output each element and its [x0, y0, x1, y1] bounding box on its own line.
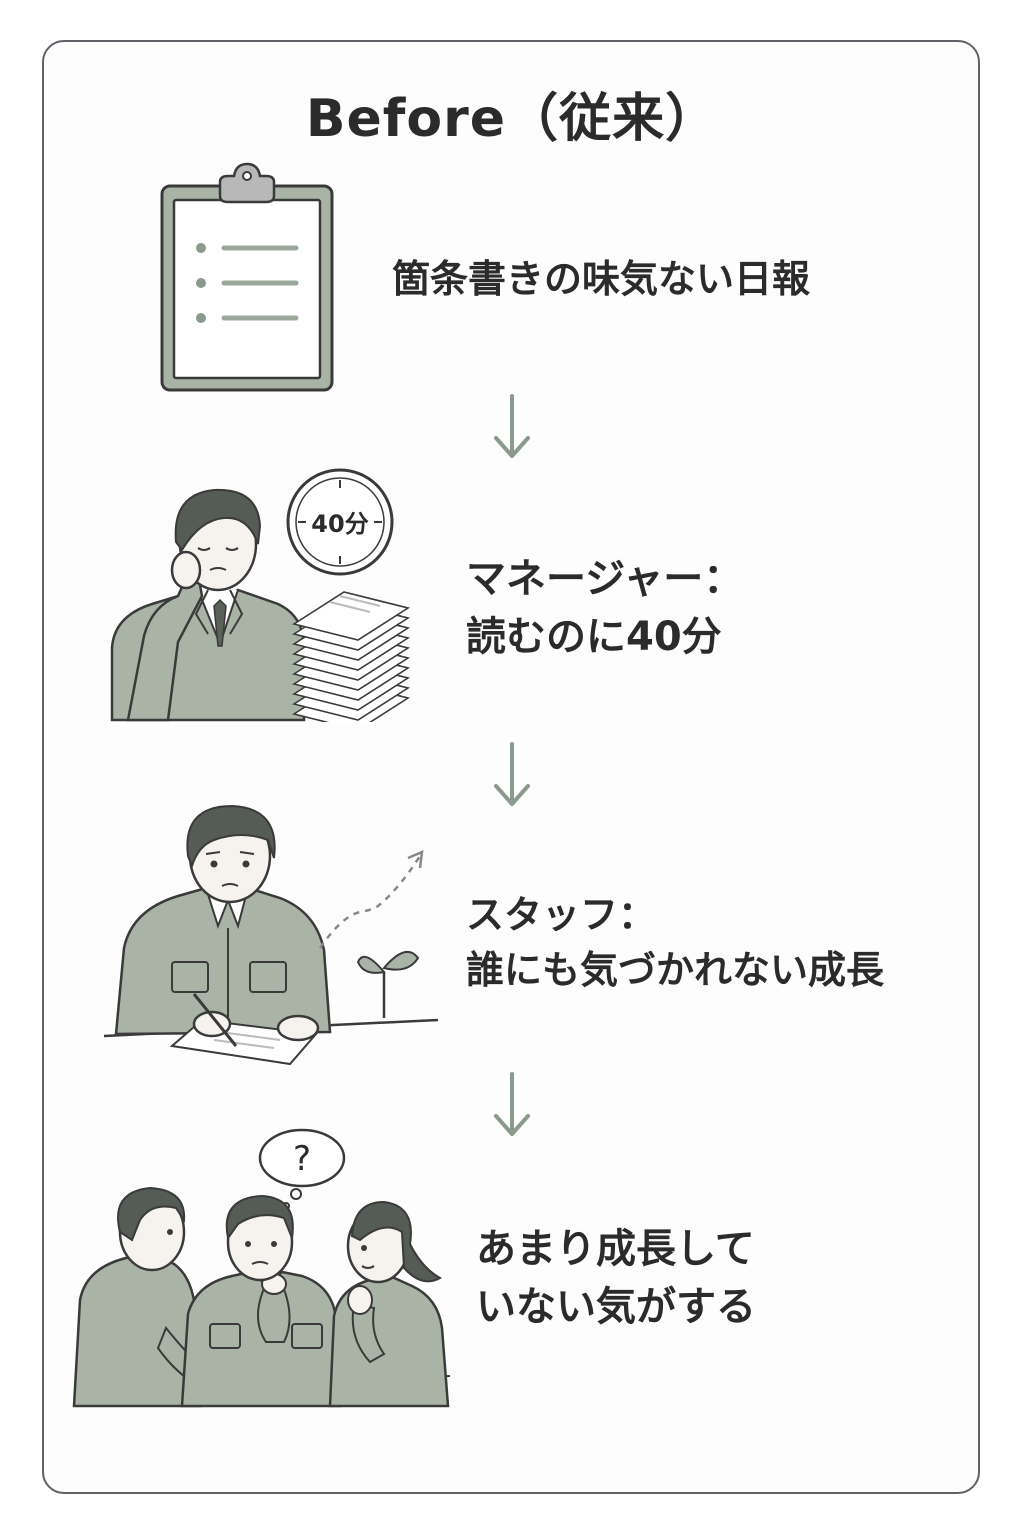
down-arrow-icon [494, 742, 530, 806]
step4-line2: いない気がする [476, 1284, 756, 1330]
step1-line1: 箇条書きの味気ない日報 [392, 257, 811, 301]
step1-caption: 箇条書きの味気ない日報 [392, 252, 810, 307]
step3-line1: スタッフ： [466, 893, 657, 937]
clock-label: 40分 [311, 510, 368, 538]
step3-caption: スタッフ： 誰にも気づかれない成長 [466, 888, 884, 998]
step2-line1: マネージャー： [466, 556, 744, 602]
clipboard-icon [160, 162, 334, 392]
down-arrow-icon [494, 1072, 530, 1136]
down-arrow-icon [494, 394, 530, 458]
step4-caption: あまり成長して いない気がする [476, 1220, 756, 1336]
step4-line1: あまり成長して [476, 1226, 755, 1272]
staff-writing-icon [103, 804, 439, 1066]
step2-caption: マネージャー： 読むのに40分 [466, 550, 743, 666]
tired-manager-icon: 40分 [110, 468, 410, 722]
step2-line2: 読むのに40分 [466, 614, 722, 660]
confused-team-icon: ? [72, 1128, 451, 1408]
panel-title: Before（従来） [305, 89, 719, 149]
step3-line2: 誰にも気づかれない成長 [466, 948, 885, 993]
question-mark-icon: ? [293, 1139, 311, 1179]
